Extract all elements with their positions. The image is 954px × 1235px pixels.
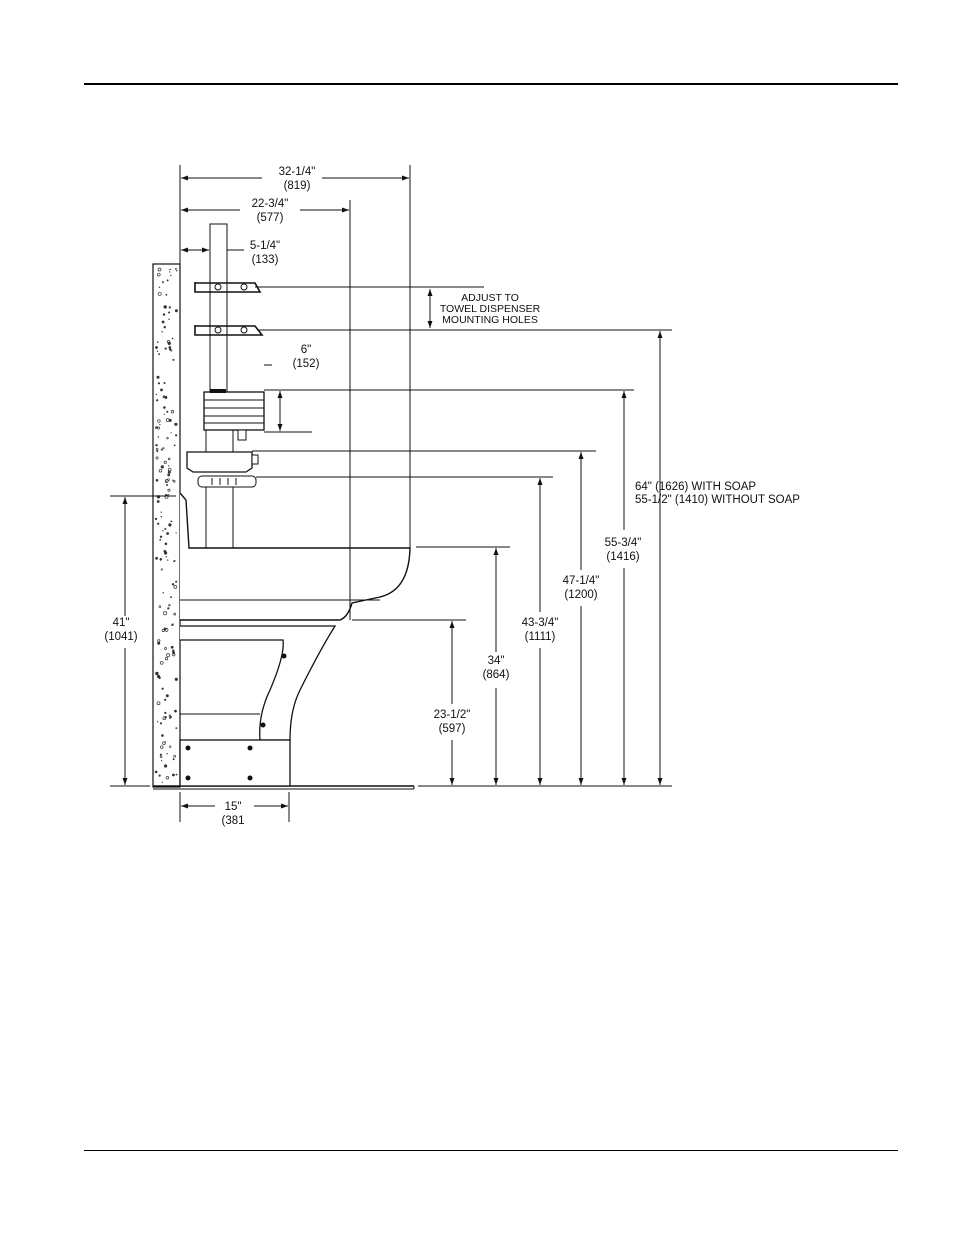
wall-section bbox=[152, 263, 181, 788]
pedestal bbox=[179, 625, 337, 787]
dim-5-1-4-imperial: 5-1/4" bbox=[250, 240, 280, 252]
towel-note-line-2: TOWEL DISPENSER bbox=[440, 303, 541, 315]
extension-lines bbox=[110, 165, 672, 822]
towel-note-line-1: ADJUST TO bbox=[461, 292, 519, 304]
dim-32-1-4-metric: (819) bbox=[284, 180, 311, 192]
dim-6-imperial: 6" bbox=[301, 344, 311, 356]
dim-41-imperial: 41" bbox=[113, 617, 130, 629]
overall-height-without-soap: 55-1/2" (1410) WITHOUT SOAP bbox=[635, 494, 800, 506]
dim-47-1-4-imperial: 47-1/4" bbox=[563, 575, 600, 587]
towel-note-line-3: MOUNTING HOLES bbox=[442, 314, 538, 326]
dim-22-3-4-imperial: 22-3/4" bbox=[252, 198, 289, 210]
dim-23-1-2-metric: (597) bbox=[439, 723, 466, 735]
dim-5-1-4-metric: (133) bbox=[252, 254, 279, 266]
dim-34-imperial: 34" bbox=[488, 655, 505, 667]
dim-23-1-2-imperial: 23-1/2" bbox=[434, 709, 471, 721]
dim-15-metric: (381 bbox=[221, 815, 244, 827]
overall-height-label: 64" (1626) WITH SOAP 55-1/2" (1410) WITH… bbox=[635, 481, 800, 506]
sprayhead bbox=[186, 451, 259, 488]
dim-43-3-4-imperial: 43-3/4" bbox=[522, 617, 559, 629]
dim-41-metric: (1041) bbox=[104, 631, 137, 643]
overall-height-with-soap: 64" (1626) WITH SOAP bbox=[635, 481, 756, 493]
footer-rule bbox=[84, 1150, 898, 1151]
dim-22-3-4-metric: (577) bbox=[257, 212, 284, 224]
dim-34-metric: (864) bbox=[483, 669, 510, 681]
wash-bowl bbox=[179, 492, 411, 621]
towel-bracket-lower bbox=[194, 325, 264, 336]
header-rule bbox=[84, 83, 898, 85]
dimension-labels: 32-1/4" (819) 22-3/4" (577) 5-1/4" (133)… bbox=[104, 166, 641, 827]
dimension-arrows bbox=[122, 175, 663, 809]
dim-55-3-4-metric: (1416) bbox=[606, 551, 639, 563]
dim-32-1-4-imperial: 32-1/4" bbox=[279, 166, 316, 178]
dim-15-imperial: 15" bbox=[225, 801, 242, 813]
dim-47-1-4-metric: (1200) bbox=[564, 589, 597, 601]
dim-6-metric: (152) bbox=[293, 358, 320, 370]
dim-55-3-4-imperial: 55-3/4" bbox=[605, 537, 642, 549]
stand-pipe bbox=[205, 223, 234, 549]
dim-43-3-4-metric: (1111) bbox=[525, 631, 556, 643]
soap-dispenser bbox=[203, 389, 265, 441]
towel-bracket-upper bbox=[194, 282, 262, 293]
